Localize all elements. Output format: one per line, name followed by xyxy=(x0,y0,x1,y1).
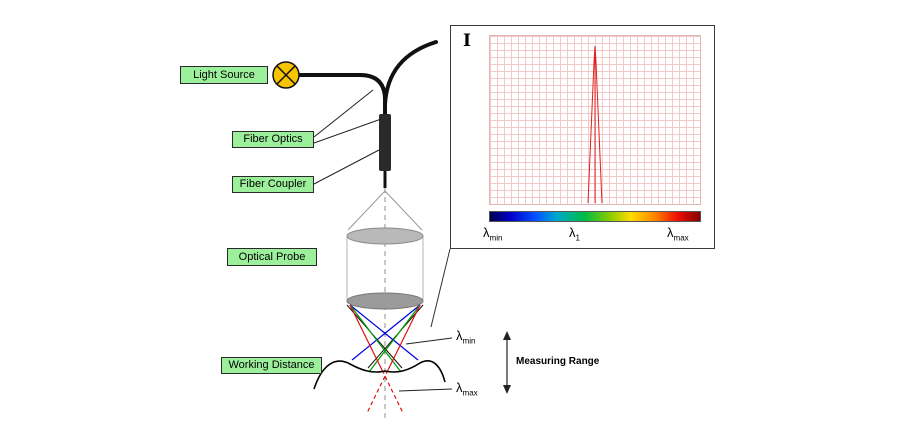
arrowhead-down-icon xyxy=(503,385,511,394)
upper-lens xyxy=(346,227,424,245)
probe-cone-edge xyxy=(347,190,386,231)
spectrum-plot xyxy=(489,35,701,205)
working-distance-label: Working Distance xyxy=(221,357,322,374)
fiber-optics-pointer-line xyxy=(313,89,374,138)
lambda-min-pointer-line xyxy=(405,337,453,345)
fiber-coupler-label: Fiber Coupler xyxy=(232,176,314,193)
inset-lambda-min-label: λmin xyxy=(483,225,502,243)
lambda-one-sub: 1 xyxy=(575,233,580,243)
lambda-min-sub: min xyxy=(489,233,503,243)
arrowhead-up-icon xyxy=(503,331,511,340)
light-source-text: Light Source xyxy=(193,68,255,81)
fiber-optics-text: Fiber Optics xyxy=(243,133,303,145)
red-ray-dashed xyxy=(381,369,404,414)
spectrum-inset-panel: I λmin λ1 λmax xyxy=(450,25,715,249)
optical-probe-text: Optical Probe xyxy=(238,250,306,263)
detector-fiber xyxy=(383,40,438,106)
blue-ray xyxy=(349,304,419,361)
red-ray-dashed xyxy=(366,369,389,414)
lamp-cross-icon xyxy=(276,65,296,85)
inset-lambda-1-label: λ1 xyxy=(569,225,580,243)
probe-cone-edge xyxy=(384,190,423,231)
object-surface xyxy=(313,360,446,390)
measuring-range-label: Measuring Range xyxy=(516,356,600,367)
intensity-peak-layer xyxy=(587,45,603,204)
optical-probe-label: Optical Probe xyxy=(227,248,317,266)
inset-connector-line xyxy=(430,248,451,328)
fiber-coupler-text: Fiber Coupler xyxy=(239,178,307,190)
intensity-axis-label: I xyxy=(463,31,471,51)
supply-fiber xyxy=(297,73,387,118)
inset-lambda-max-label: λmax xyxy=(667,225,689,243)
lambda-max-sub: max xyxy=(462,388,478,398)
lower-lens xyxy=(346,292,424,310)
working-distance-text: Working Distance xyxy=(228,359,315,371)
lambda-symbol: λ xyxy=(456,328,463,343)
wavelength-gradient-bar xyxy=(489,211,701,222)
lambda-symbol: λ xyxy=(456,380,463,395)
light-source-label: Light Source xyxy=(180,66,268,84)
lambda-symbol: λ xyxy=(667,225,674,240)
lambda-symbol: λ xyxy=(569,225,576,240)
fiber-coupler-body xyxy=(379,114,391,171)
lambda-symbol: λ xyxy=(483,225,490,240)
red-ray xyxy=(349,304,383,371)
lambda-min-label: λmin xyxy=(456,328,475,346)
lambda-max-sub: max xyxy=(673,233,689,243)
red-ray xyxy=(387,304,421,371)
lambda-min-sub: min xyxy=(462,336,476,346)
fiber-coupler-pointer-line xyxy=(313,149,380,185)
fiber-optics-label: Fiber Optics xyxy=(232,131,314,148)
lambda-max-label: λmax xyxy=(456,380,478,398)
fiber-optics-pointer-line xyxy=(313,117,385,144)
blue-ray xyxy=(351,304,421,361)
lambda-max-pointer-line xyxy=(398,388,453,392)
